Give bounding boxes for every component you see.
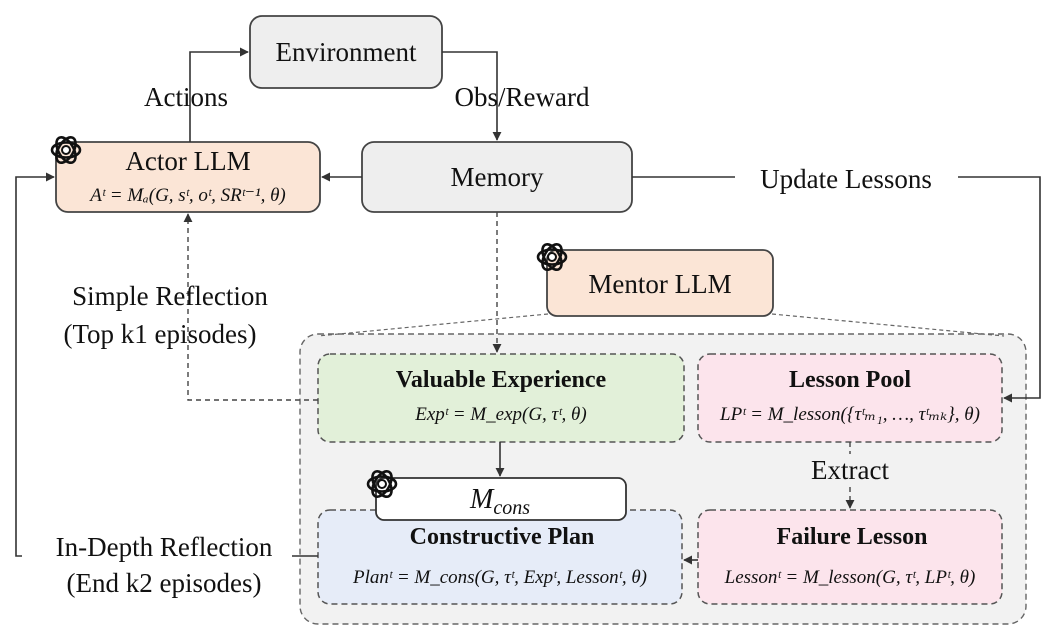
mentor-llm-box <box>546 249 774 317</box>
constructive-plan-title: Constructive Plan <box>410 524 595 550</box>
valuable-experience-box <box>317 353 685 443</box>
valuable-experience-title: Valuable Experience <box>396 367 607 393</box>
mentor-funnel-right <box>771 313 1005 337</box>
in-depth-reflection-label-line2: (End k2 episodes) <box>67 568 262 598</box>
lesson-pool-formula: LPᵗ = M_lesson({τᵗₘ₁, …, τᵗₘₖ}, θ) <box>719 404 980 425</box>
memory-label: Memory <box>451 162 544 192</box>
in-depth-reflection-label-line1: In-Depth Reflection <box>56 532 273 562</box>
in-depth-reflection-arrow <box>15 177 318 557</box>
valuable-experience-formula: Expᵗ = M_exp(G, τᵗ, θ) <box>414 404 586 425</box>
update-lessons-label: Update Lessons <box>760 164 932 194</box>
m-cons-box <box>375 477 627 521</box>
actor-llm-title: Actor LLM <box>125 146 250 176</box>
failure-lesson-title: Failure Lesson <box>777 524 928 550</box>
actions-label: Actions <box>144 82 228 112</box>
update-lessons-arrow <box>632 176 1041 398</box>
environment-label: Environment <box>276 37 417 67</box>
obs-reward-arrow <box>442 51 502 141</box>
simple-reflection-arrow <box>183 213 318 401</box>
failure-lesson-box <box>697 509 1003 605</box>
simple-reflection-label-line2: (Top k1 episodes) <box>63 319 256 349</box>
extract-label: Extract <box>811 455 889 485</box>
mentor-funnel-left <box>317 313 549 337</box>
lesson-pool-title: Lesson Pool <box>789 367 911 393</box>
actions-arrow <box>189 47 249 142</box>
simple-reflection-label-line1: Simple Reflection <box>72 281 268 311</box>
actor-llm-formula: Aᵗ = Mₐ(G, sᵗ, oᵗ, SRᵗ⁻¹, θ) <box>88 185 286 206</box>
obs-reward-label: Obs/Reward <box>455 82 590 112</box>
mentor-llm-label: Mentor LLM <box>588 269 731 299</box>
failure-lesson-formula: Lessonᵗ = M_lesson(G, τᵗ, LPᵗ, θ) <box>724 567 976 588</box>
extract-label-bg <box>800 454 900 486</box>
constructive-plan-formula: Planᵗ = M_cons(G, τᵗ, Expᵗ, Lessonᵗ, θ) <box>352 567 647 588</box>
